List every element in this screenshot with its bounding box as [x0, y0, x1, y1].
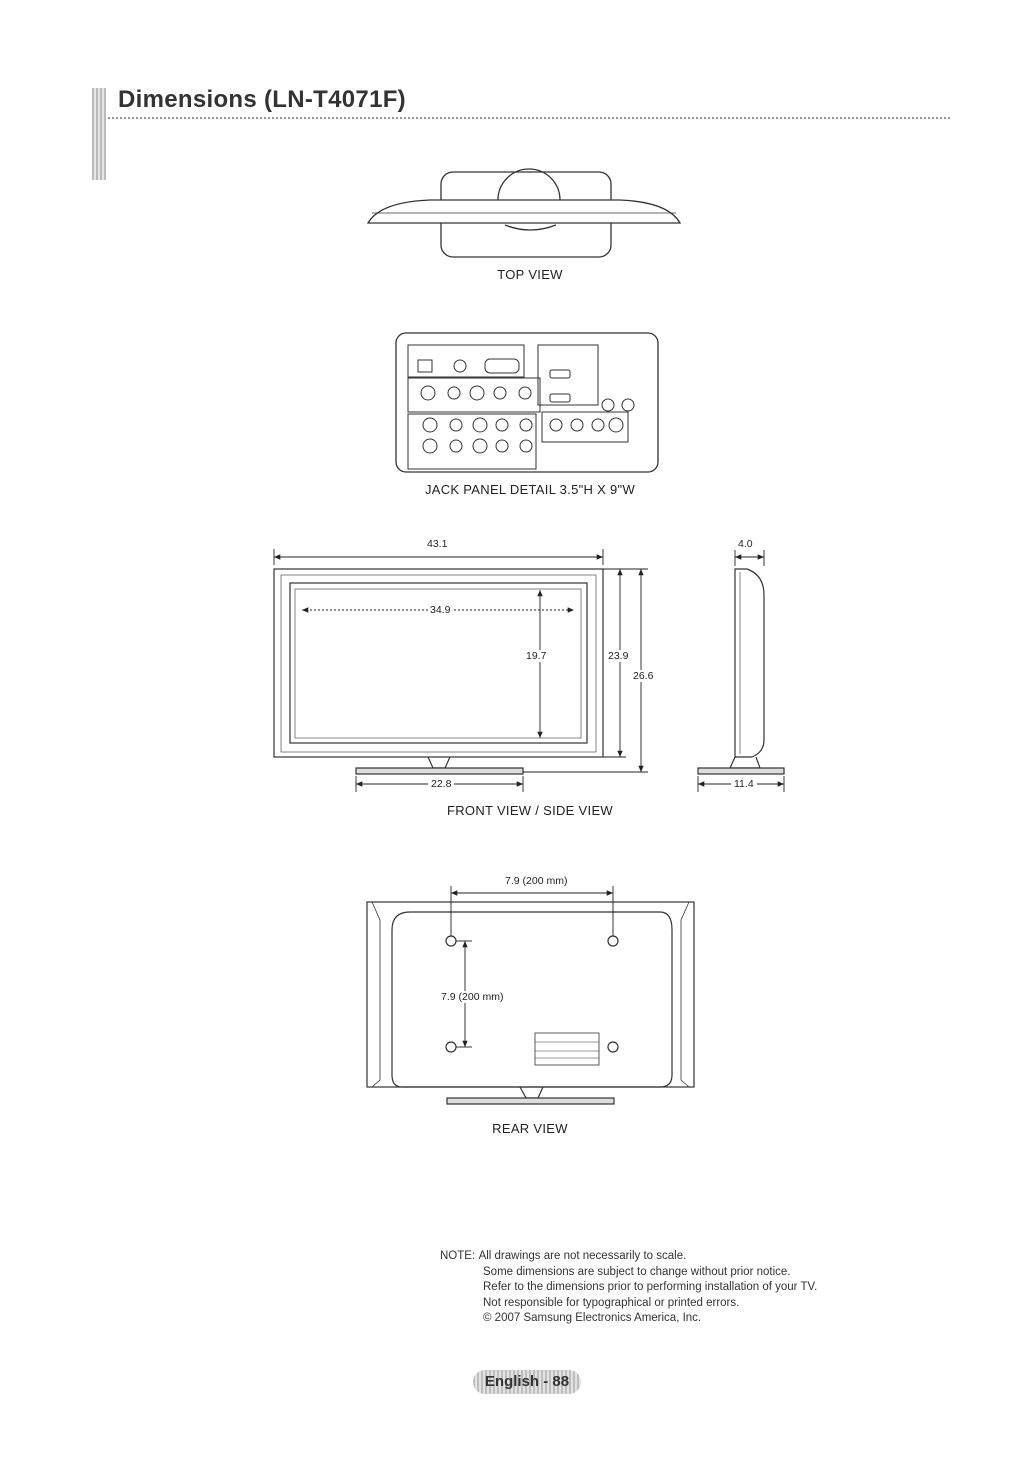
rear-view-caption: REAR VIEW	[492, 1121, 568, 1136]
screen-width-label: 34.9	[428, 604, 453, 616]
note-line: Refer to the dimensions prior to perform…	[483, 1281, 818, 1294]
side-dimension-lines	[697, 550, 785, 792]
jack-panel-drawing	[395, 332, 659, 473]
jack-panel-caption: JACK PANEL DETAIL 3.5"H X 9"W	[424, 482, 636, 497]
vesa-vertical-label: 7.9 (200 mm)	[441, 991, 504, 1003]
stand-width-label: 22.8	[428, 778, 455, 790]
vesa-horizontal-label: 7.9 (200 mm)	[505, 875, 568, 887]
rear-dimension-lines	[450, 886, 614, 1048]
note-line: Some dimensions are subject to change wi…	[483, 1265, 791, 1278]
section-marker	[92, 88, 106, 180]
page-number-badge: English - 88	[473, 1370, 581, 1394]
rear-view-drawing	[366, 901, 695, 1105]
note-block: NOTE: All drawings are not necessarily t…	[440, 1249, 817, 1327]
stand-depth-label: 11.4	[731, 778, 757, 790]
top-view-caption: TOP VIEW	[497, 267, 563, 282]
note-line: © 2007 Samsung Electronics America, Inc.	[483, 1312, 702, 1325]
note-line: All drawings are not necessarily to scal…	[478, 1250, 687, 1262]
top-view-drawing	[366, 168, 682, 258]
front-dimension-lines	[273, 549, 648, 792]
side-view-drawing	[697, 568, 785, 775]
note-line: Not responsible for typographical or pri…	[483, 1296, 740, 1309]
front-side-view-caption: FRONT VIEW / SIDE VIEW	[447, 803, 613, 818]
body-height-label: 23.9	[608, 650, 629, 662]
page-title: Dimensions (LN-T4071F)	[118, 86, 406, 113]
front-view-drawing	[273, 568, 604, 775]
note-label: NOTE:	[440, 1250, 476, 1262]
overall-width-label: 43.1	[427, 538, 448, 550]
screen-height-label: 19.7	[526, 650, 547, 662]
depth-label: 4.0	[738, 538, 753, 550]
title-rule	[108, 117, 950, 119]
height-with-stand-label: 26.6	[633, 670, 654, 682]
